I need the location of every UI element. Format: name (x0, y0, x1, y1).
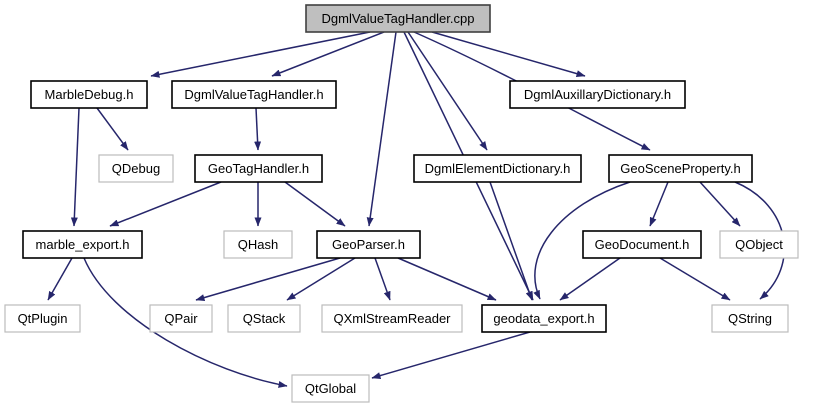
node-marbleexp[interactable]: marble_export.h (22, 230, 143, 259)
node-box-qtplugin[interactable] (4, 304, 81, 333)
edge-geodoc-to-qstring (659, 257, 731, 301)
node-dgmlelem[interactable]: DgmlElementDictionary.h (413, 154, 582, 183)
node-qtglobal[interactable]: QtGlobal (291, 374, 370, 403)
node-box-dvth[interactable] (171, 80, 337, 109)
node-qtplugin[interactable]: QtPlugin (4, 304, 81, 333)
node-box-qdebug[interactable] (98, 154, 174, 183)
edge-marbledebug-to-marbleexp (70, 107, 80, 227)
node-qxml[interactable]: QXmlStreamReader (321, 304, 463, 333)
node-box-marbledebug[interactable] (30, 80, 148, 109)
node-box-geoscene[interactable] (608, 154, 753, 183)
node-box-geodataexp[interactable] (481, 304, 607, 333)
node-box-qxml[interactable] (321, 304, 463, 333)
node-dvth[interactable]: DgmlValueTagHandler.h (171, 80, 337, 109)
node-box-qtglobal[interactable] (291, 374, 370, 403)
edge-geodoc-to-geodataexp (559, 257, 621, 301)
edge-root-to-marbledebug (150, 31, 371, 78)
node-qdebug[interactable]: QDebug (98, 154, 174, 183)
edge-root-to-dvth (271, 31, 385, 77)
edge-geoscene-to-geodoc (649, 181, 669, 227)
edge-geoscene-to-geodataexp (533, 181, 631, 300)
edge-root-to-dgmlelem (407, 31, 488, 151)
node-box-marbleexp[interactable] (22, 230, 143, 259)
node-qhash[interactable]: QHash (223, 230, 293, 259)
node-box-geodoc[interactable] (582, 230, 702, 259)
node-box-dgmlaux[interactable] (509, 80, 686, 109)
node-dgmlaux[interactable]: DgmlAuxillaryDictionary.h (509, 80, 686, 109)
node-geodoc[interactable]: GeoDocument.h (582, 230, 702, 259)
node-box-qstack[interactable] (227, 304, 301, 333)
edge-geoparser-to-qpair (195, 257, 341, 301)
edge-geoparser-to-geodataexp (397, 257, 497, 301)
node-box-qobject[interactable] (719, 230, 799, 259)
node-geodataexp[interactable]: geodata_export.h (481, 304, 607, 333)
edge-geoscene-to-qobject (699, 181, 741, 227)
node-geoparser[interactable]: GeoParser.h (316, 230, 421, 259)
node-box-qstring[interactable] (711, 304, 789, 333)
node-qstack[interactable]: QStack (227, 304, 301, 333)
node-marbledebug[interactable]: MarbleDebug.h (30, 80, 148, 109)
edge-geoparser-to-qstack (286, 257, 356, 301)
edge-geoparser-to-qxml (374, 257, 391, 301)
edge-dvth-to-geotag (254, 107, 262, 151)
node-box-root[interactable] (305, 4, 491, 33)
node-qpair[interactable]: QPair (149, 304, 213, 333)
edge-marbleexp-to-qtplugin (47, 257, 73, 301)
node-root[interactable]: DgmlValueTagHandler.cpp (305, 4, 491, 33)
edge-geodataexp-to-qtglobal (371, 331, 531, 379)
edge-marbledebug-to-qdebug (96, 107, 129, 151)
node-box-qhash[interactable] (223, 230, 293, 259)
node-box-dgmlelem[interactable] (413, 154, 582, 183)
edge-geotag-to-marbleexp (109, 181, 222, 227)
edge-dgmlelem-to-geodataexp (489, 181, 533, 301)
node-qstring[interactable]: QString (711, 304, 789, 333)
node-box-geoparser[interactable] (316, 230, 421, 259)
edge-geotag-to-geoparser (284, 181, 346, 227)
node-qobject[interactable]: QObject (719, 230, 799, 259)
edge-root-to-geoparser (366, 31, 397, 227)
node-box-geotag[interactable] (194, 154, 323, 183)
node-geotag[interactable]: GeoTagHandler.h (194, 154, 323, 183)
edge-root-to-dgmlaux (431, 31, 586, 78)
node-box-qpair[interactable] (149, 304, 213, 333)
node-geoscene[interactable]: GeoSceneProperty.h (608, 154, 753, 183)
edge-marbleexp-to-qtglobal (83, 257, 288, 388)
